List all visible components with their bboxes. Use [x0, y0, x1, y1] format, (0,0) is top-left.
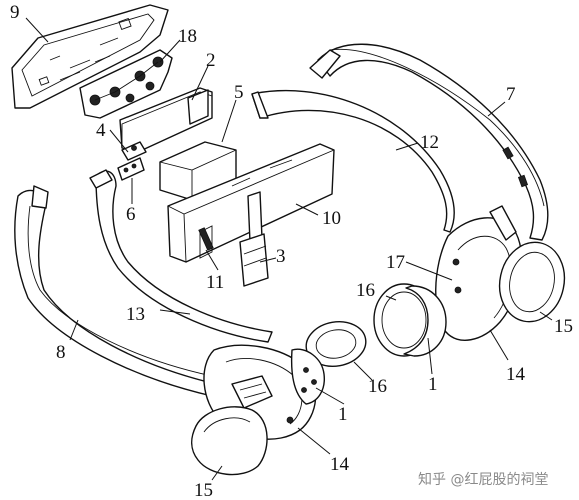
leader-lines [25, 17, 553, 481]
part-2-battery [119, 87, 213, 153]
label-3: 3 [276, 246, 286, 267]
part-8-headband-left [14, 185, 217, 397]
part-9-cover-plate [11, 4, 169, 109]
leader-1-left [315, 387, 345, 405]
leader-11 [205, 249, 219, 271]
part-3-microphone [239, 191, 269, 287]
leader-4 [109, 129, 129, 153]
part-16-left-ring [305, 321, 367, 367]
label-12: 12 [420, 132, 439, 153]
label-10: 10 [322, 208, 341, 229]
leader-15-left [211, 465, 223, 481]
leader-13 [159, 309, 191, 315]
label-16-right: 16 [356, 280, 375, 301]
label-14-right: 14 [506, 364, 526, 385]
leader-16-right [385, 295, 397, 301]
label-15-right: 15 [554, 316, 573, 337]
leader-15-right [539, 311, 553, 321]
leader-14-left [297, 427, 331, 455]
leader-17 [405, 261, 453, 281]
label-9: 9 [10, 2, 20, 23]
part-15-left-cushion [191, 406, 268, 476]
leader-5 [221, 99, 237, 143]
part-13-inner-headband-left [89, 169, 273, 343]
label-8: 8 [56, 342, 66, 363]
label-18: 18 [178, 26, 197, 47]
label-2: 2 [206, 50, 216, 71]
leader-8 [69, 319, 79, 341]
leader-18 [159, 39, 181, 63]
leader-2 [191, 65, 209, 101]
part-15-right-cushion [498, 241, 566, 323]
leader-1-right [427, 337, 433, 375]
label-15-left: 15 [194, 480, 213, 500]
label-1-left: 1 [338, 404, 348, 425]
part-number-labels: 9 18 2 5 4 6 7 12 10 11 3 17 16 15 13 8 … [10, 2, 573, 500]
watermark: 知乎 @红屁股的祠堂 [418, 471, 548, 488]
label-16-left: 16 [368, 376, 387, 397]
label-7: 7 [506, 84, 516, 105]
part-1-right-speaker [403, 285, 447, 357]
part-7-headband-right [309, 43, 549, 241]
label-17: 17 [386, 252, 405, 273]
part-4-6-connector [117, 141, 147, 181]
leader-3 [259, 257, 277, 263]
label-4: 4 [96, 120, 106, 141]
leader-16-left [353, 361, 373, 381]
part-18-circuit-board [79, 49, 173, 119]
leader-10 [295, 203, 319, 216]
label-6: 6 [126, 204, 136, 225]
leader-12 [395, 142, 419, 151]
part-16-right-ring [373, 283, 435, 357]
label-11: 11 [206, 272, 224, 293]
label-1-right: 1 [428, 374, 438, 395]
label-5: 5 [234, 82, 244, 103]
leader-7 [487, 101, 506, 117]
leader-9 [25, 17, 49, 43]
part-1-left-speaker [290, 348, 325, 405]
label-14-left: 14 [330, 454, 350, 475]
part-12-inner-headband [251, 89, 455, 233]
label-13: 13 [126, 304, 145, 325]
leader-14-right [489, 329, 509, 361]
